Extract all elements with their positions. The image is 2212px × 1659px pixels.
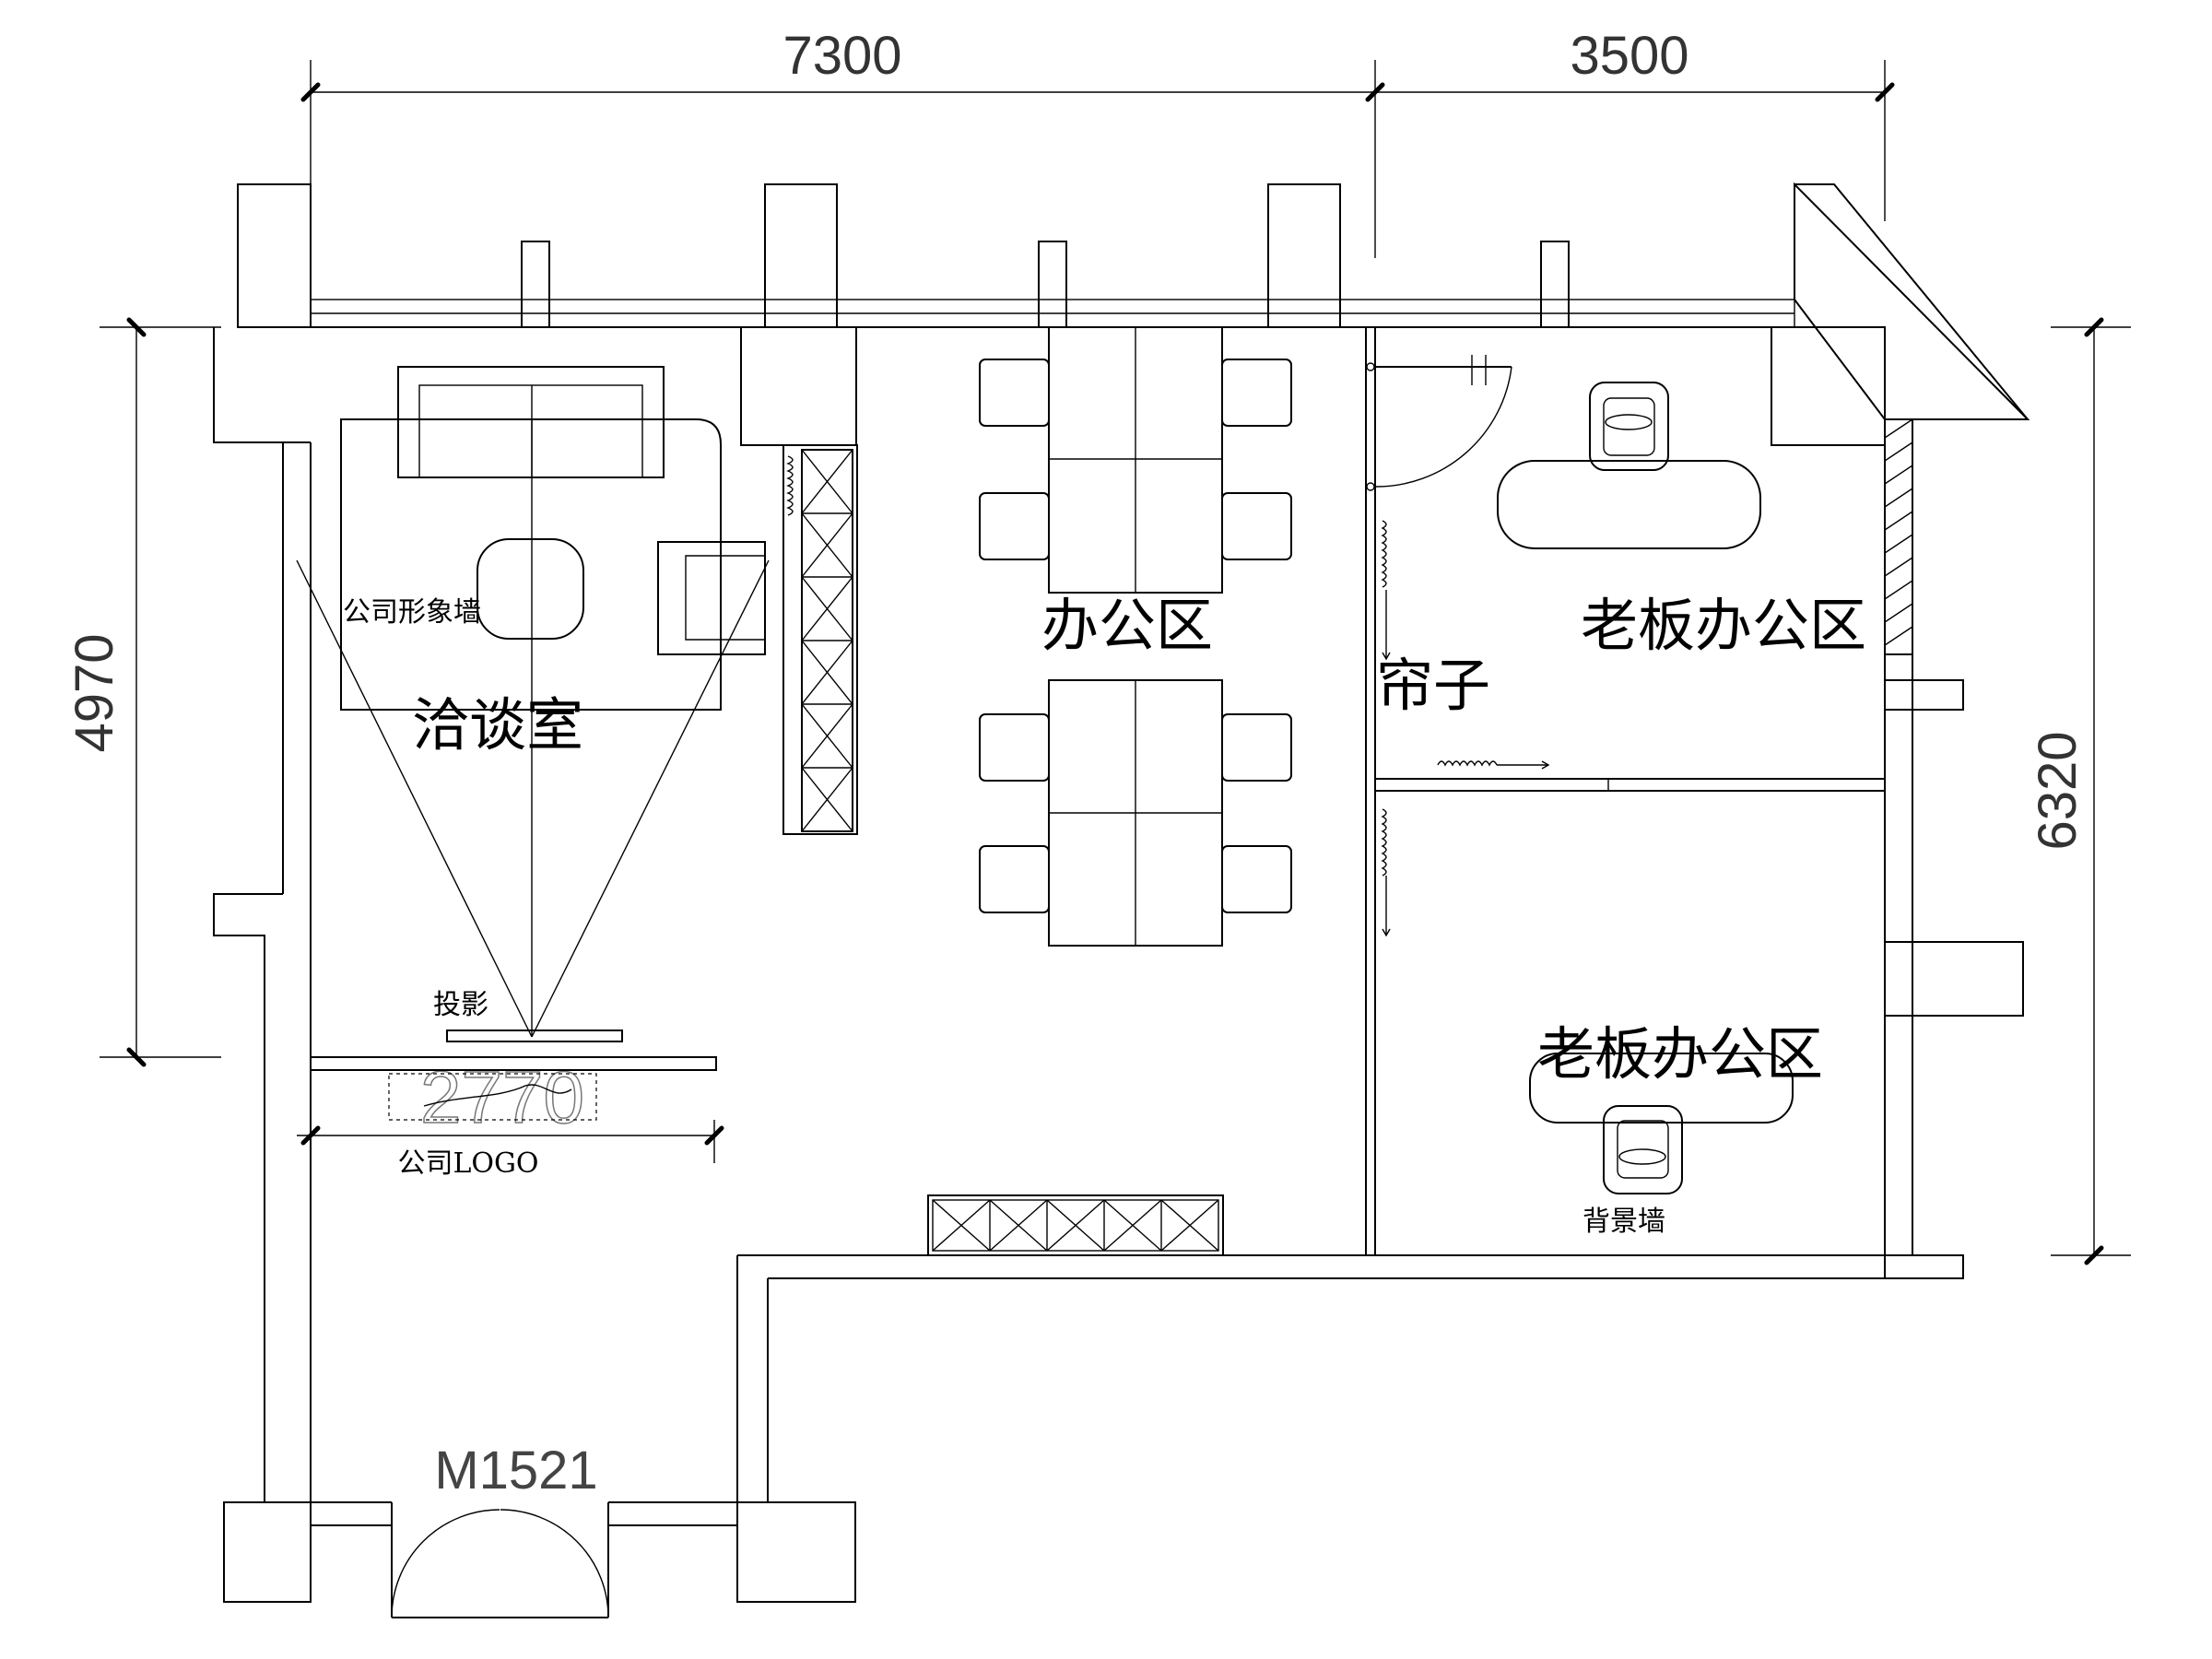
- desk-cluster-upper: [979, 326, 1292, 594]
- boss-desk-lower: [1529, 1053, 1794, 1124]
- rug: [340, 418, 722, 711]
- boss-chair-upper: [1589, 382, 1669, 471]
- logo-mark: [423, 1084, 572, 1107]
- walls: [213, 182, 2030, 1618]
- boss-desk-upper: [1497, 460, 1761, 549]
- curtain-upper: [1381, 520, 1550, 770]
- armchair: [657, 541, 766, 655]
- display-shelf: [782, 444, 858, 835]
- dimension-lines: [100, 60, 2131, 1265]
- room-label-meeting: 洽谈室: [412, 691, 583, 759]
- door-tag: M1521: [434, 1441, 597, 1500]
- entrance-door: [391, 1509, 609, 1618]
- room-label-office: 办公区: [1041, 592, 1213, 659]
- boss-chair-lower: [1603, 1105, 1683, 1194]
- logo-box: [388, 1073, 597, 1121]
- dim-top-right: 3500: [1570, 26, 1688, 86]
- boss-room-door: [1366, 355, 1512, 491]
- room-label-boss-upper: 老板办公区: [1581, 592, 1866, 659]
- label-company-logo: 公司LOGO: [397, 1147, 538, 1180]
- dim-left: 4970: [65, 633, 124, 752]
- curtain-lower: [1381, 808, 1391, 937]
- storage-cabinet: [927, 1194, 1224, 1256]
- label-image-wall: 公司形象墙: [343, 596, 481, 629]
- projection-lines: [296, 419, 770, 1038]
- sofa: [397, 366, 665, 478]
- dim-bottom-meeting: 2770: [420, 1056, 584, 1138]
- label-curtain: 帘子: [1376, 652, 1490, 719]
- dim-top-left: 7300: [782, 26, 901, 86]
- hatch: [1884, 418, 1913, 646]
- dim-right: 6320: [2028, 731, 2088, 850]
- label-projection: 投影: [433, 989, 488, 1021]
- coffee-table: [477, 538, 584, 640]
- label-background-wall: 背景墙: [1583, 1206, 1665, 1238]
- projection-screen: [446, 1030, 623, 1042]
- desk-cluster-lower: [979, 679, 1292, 947]
- room-label-boss-lower: 老板办公区: [1537, 1020, 1823, 1088]
